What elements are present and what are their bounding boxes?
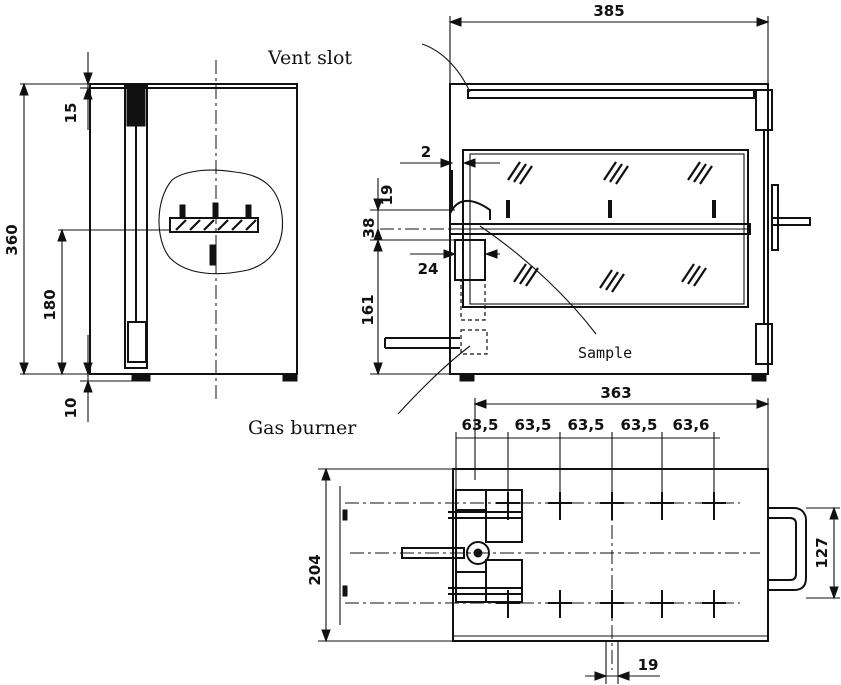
dim-side-sample-height: 180 <box>41 289 59 320</box>
dim-plan-depth: 204 <box>306 554 324 585</box>
dim-front-width: 385 <box>593 2 624 20</box>
dim-front-24: 24 <box>418 260 439 278</box>
label-vent-slot: Vent slot <box>267 47 352 69</box>
dim-pitch-1: 63,5 <box>461 416 498 434</box>
side-view: 360 15 180 10 <box>3 52 298 422</box>
dim-front-19: 19 <box>378 185 396 206</box>
dim-plan-width: 363 <box>600 384 631 402</box>
dim-plan-bottom: 19 <box>638 656 659 674</box>
dim-pitch-2: 63,5 <box>514 416 551 434</box>
dim-handle-width: 127 <box>813 537 831 568</box>
front-view: 385 2 19 38 24 161 Vent slot S <box>248 2 811 439</box>
dim-pitch-5: 63,6 <box>672 416 709 434</box>
label-gas-burner: Gas burner <box>248 417 357 439</box>
dim-side-bottom: 10 <box>62 398 80 419</box>
plan-view: 363 63,5 63,5 63,5 63,5 63,6 204 127 <box>306 384 840 684</box>
dim-pitch-4: 63,5 <box>620 416 657 434</box>
dim-pitch-3: 63,5 <box>567 416 604 434</box>
dim-front-38: 38 <box>360 218 378 239</box>
plan-view-body <box>452 468 769 642</box>
side-sample-cutaway <box>158 169 284 275</box>
dim-front-161: 161 <box>359 294 377 325</box>
plan-handle <box>768 507 807 591</box>
side-view-body <box>89 83 298 375</box>
side-door-panel <box>124 85 148 369</box>
label-sample: Sample <box>578 344 632 362</box>
dim-front-wall: 2 <box>421 143 431 161</box>
dim-side-top-gap: 15 <box>62 103 80 124</box>
dim-side-height: 360 <box>3 224 21 255</box>
vent-slot <box>467 89 755 99</box>
